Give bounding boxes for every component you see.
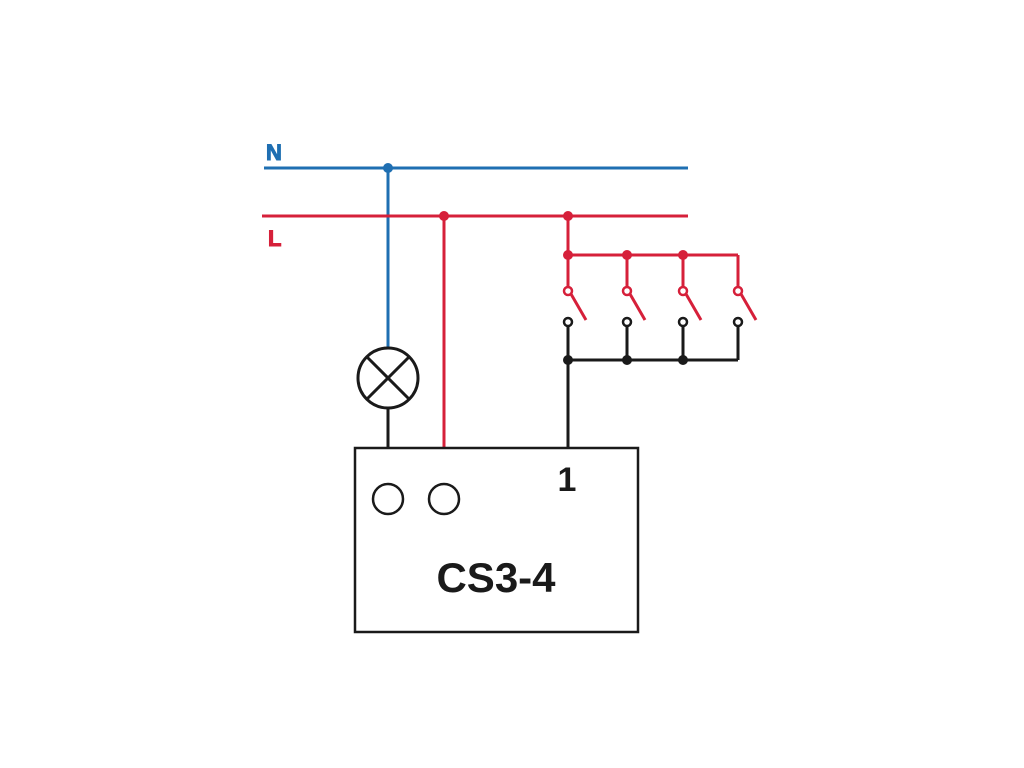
output-junction-2 (622, 355, 632, 365)
switch-2 (621, 250, 647, 360)
switch-3-bottom-contact (677, 316, 689, 328)
input-terminal-label: 1 (558, 461, 577, 499)
switch-1 (562, 250, 588, 360)
switch-4-top-contact (732, 285, 744, 297)
output-terminal (371, 482, 405, 516)
device-box: 1 CS3-4 (353, 446, 640, 634)
device-outline (353, 446, 640, 634)
line-label: L (268, 226, 281, 251)
switch-group (562, 250, 758, 360)
switch-3-top-contact (677, 285, 689, 297)
switch-3-lever (684, 293, 703, 321)
output-junction-3 (678, 355, 688, 365)
switch-4 (732, 255, 758, 360)
line-rail: L (262, 211, 738, 478)
switch-output-bus (563, 355, 738, 448)
switch-1-bottom-contact (562, 316, 574, 328)
switch-2-lever (628, 293, 647, 321)
switch-1-top-contact (562, 285, 574, 297)
switch-2-top-contact (621, 285, 633, 297)
neutral-rail: N (264, 140, 688, 348)
switch-4-lever (739, 293, 758, 321)
neutral-label: N (266, 140, 282, 165)
lamp-icon (356, 346, 420, 476)
switch-1-lever (569, 293, 588, 321)
line-terminal (427, 482, 461, 516)
switch-2-bottom-contact (621, 316, 633, 328)
device-model-label: CS3-4 (436, 554, 556, 601)
switch-3 (677, 250, 703, 360)
switch-4-bottom-contact (732, 316, 744, 328)
